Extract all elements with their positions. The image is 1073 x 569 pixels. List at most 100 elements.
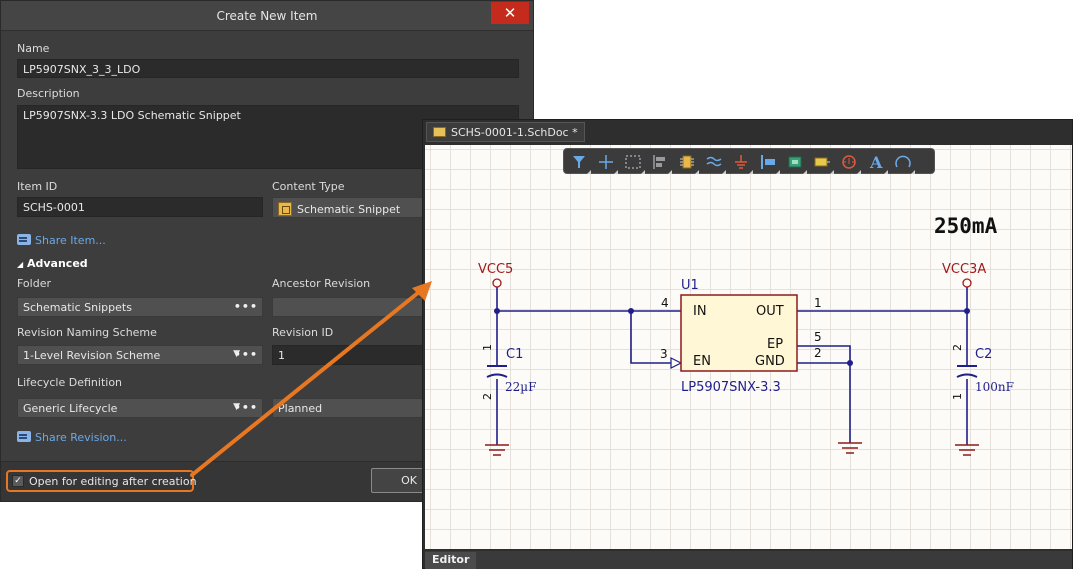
- vcc3a-power-port-icon: [962, 278, 972, 288]
- schematic-snippet-icon: [278, 202, 292, 216]
- c2-pin-bottom: 1: [951, 393, 964, 400]
- folder-browse-button[interactable]: •••: [233, 300, 258, 313]
- revision-naming-value: 1-Level Revision Scheme: [23, 349, 161, 362]
- c1-value[interactable]: 22µF: [505, 380, 537, 394]
- content-type-value: Schematic Snippet: [297, 203, 401, 216]
- ground-ep-icon: [838, 442, 862, 454]
- name-field[interactable]: LP5907SNX_3_3_LDO: [17, 59, 519, 78]
- share-item-text: Share Item...: [35, 234, 106, 247]
- vcc5-power-port-icon: [492, 278, 502, 288]
- directive-icon[interactable]: [836, 149, 862, 175]
- pin-name-ep: EP: [767, 337, 784, 352]
- arc-icon[interactable]: [890, 149, 916, 175]
- revision-naming-browse-button[interactable]: •••: [233, 348, 258, 361]
- checkbox-check-icon[interactable]: ✓: [12, 475, 24, 487]
- editor-status-bar: Editor: [425, 551, 1072, 569]
- ground-c1-icon: [485, 444, 509, 456]
- crosshair-icon[interactable]: [593, 149, 619, 175]
- svg-text:A: A: [869, 153, 883, 172]
- item-id-label: Item ID: [17, 180, 58, 193]
- ground-icon[interactable]: [728, 149, 754, 175]
- share-item-link[interactable]: Share Item...: [17, 234, 106, 247]
- document-tab-label: SCHS-0001-1.SchDoc *: [451, 126, 578, 139]
- share-revision-text: Share Revision...: [35, 431, 127, 444]
- wire-ep: [797, 345, 851, 443]
- advanced-label: Advanced: [27, 257, 88, 270]
- c1-pin-top: 1: [481, 344, 494, 351]
- junction-dot: [628, 308, 634, 314]
- schematic-canvas[interactable]: A: [425, 145, 1072, 549]
- pin-number-ep: 5: [814, 330, 822, 344]
- lifecycle-browse-button[interactable]: •••: [233, 401, 258, 414]
- wire-en: [630, 311, 679, 364]
- vcc5-label[interactable]: VCC5: [478, 262, 514, 277]
- name-label: Name: [17, 42, 50, 55]
- c2-pin-top: 2: [951, 344, 964, 351]
- current-note-text[interactable]: 250mA: [934, 214, 998, 238]
- c1-plate-bottom: [486, 373, 508, 378]
- en-arrow-icon: [670, 357, 683, 369]
- item-id-field[interactable]: SCHS-0001: [17, 197, 263, 217]
- lifecycle-label: Lifecycle Definition: [17, 376, 123, 389]
- junction-dot: [964, 308, 970, 314]
- pin-name-en: EN: [693, 354, 711, 369]
- device-sheet-icon[interactable]: [809, 149, 835, 175]
- folder-label: Folder: [17, 277, 51, 290]
- filter-icon[interactable]: [566, 149, 592, 175]
- revision-id-label: Revision ID: [272, 326, 334, 339]
- revision-naming-select[interactable]: 1-Level Revision Scheme ▼ •••: [17, 345, 263, 365]
- component-icon[interactable]: [674, 149, 700, 175]
- sheet-entry-icon[interactable]: [782, 149, 808, 175]
- lifecycle-state-field[interactable]: Planned: [272, 398, 432, 418]
- pin-name-in: IN: [693, 304, 707, 319]
- junction-dot: [494, 308, 500, 314]
- c2-designator[interactable]: C2: [975, 347, 993, 362]
- schdoc-icon: [433, 127, 446, 137]
- close-button[interactable]: ✕: [491, 2, 529, 24]
- c1-designator[interactable]: C1: [506, 347, 524, 362]
- junction-dot: [847, 360, 853, 366]
- pin-number-gnd: 2: [814, 346, 822, 360]
- lifecycle-value: Generic Lifecycle: [23, 402, 118, 415]
- text-icon[interactable]: A: [863, 149, 889, 175]
- ground-c2-icon: [955, 444, 979, 456]
- pin-number-en: 3: [660, 347, 668, 361]
- schematic-editor-window: SCHS-0001-1.SchDoc * A: [422, 119, 1073, 569]
- content-type-field[interactable]: Schematic Snippet: [272, 197, 432, 218]
- dialog-title-bar[interactable]: Create New Item ✕: [1, 1, 533, 31]
- folder-field[interactable]: Schematic Snippets •••: [17, 297, 263, 317]
- share-icon: [17, 234, 31, 245]
- lifecycle-select[interactable]: Generic Lifecycle ▼ •••: [17, 398, 263, 418]
- revision-naming-label: Revision Naming Scheme: [17, 326, 157, 339]
- u1-comment[interactable]: LP5907SNX-3.3: [681, 380, 781, 395]
- pin-name-out: OUT: [756, 304, 784, 319]
- folder-value: Schematic Snippets: [23, 301, 132, 314]
- c2-plate-bottom: [956, 373, 978, 378]
- ancestor-revision-label: Ancestor Revision: [272, 277, 371, 290]
- share-revision-link[interactable]: Share Revision...: [17, 431, 127, 444]
- schematic-drawing: [485, 278, 979, 456]
- document-tab[interactable]: SCHS-0001-1.SchDoc *: [426, 122, 585, 142]
- pin-name-gnd: GND: [755, 354, 785, 369]
- u1-designator[interactable]: U1: [681, 278, 699, 293]
- active-bar-toolbar: A: [563, 148, 935, 174]
- open-for-editing-label: Open for editing after creation: [29, 475, 197, 488]
- revision-id-field[interactable]: 1: [272, 345, 432, 365]
- harness-icon[interactable]: [701, 149, 727, 175]
- u1-body: [680, 294, 798, 372]
- c2-value[interactable]: 100nF: [975, 380, 1014, 394]
- c1-pin-bottom: 2: [481, 393, 494, 400]
- open-for-editing-checkbox[interactable]: ✓ Open for editing after creation: [6, 470, 197, 492]
- collapse-triangle-icon: ◢: [17, 260, 24, 269]
- vcc3a-label[interactable]: VCC3A: [942, 262, 987, 277]
- ancestor-revision-field[interactable]: [272, 297, 432, 317]
- advanced-section-toggle[interactable]: ◢ Advanced: [17, 257, 88, 270]
- description-label: Description: [17, 87, 80, 100]
- align-icon[interactable]: [647, 149, 673, 175]
- editor-status-tab[interactable]: Editor: [425, 552, 477, 569]
- select-rect-icon[interactable]: [620, 149, 646, 175]
- pin-number-out: 1: [814, 296, 822, 310]
- pin-number-in: 4: [661, 296, 669, 310]
- content-type-label: Content Type: [272, 180, 345, 193]
- port-icon[interactable]: [755, 149, 781, 175]
